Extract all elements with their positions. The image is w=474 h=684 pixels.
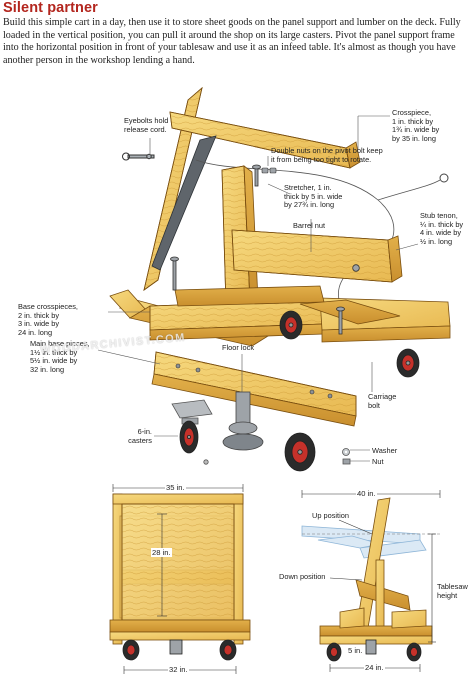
barrel-nut <box>352 264 360 272</box>
front-view-drawing <box>109 493 251 661</box>
label-nut: Nut <box>372 457 384 466</box>
eyebolt <box>122 152 155 161</box>
pivot-bracket <box>151 135 217 271</box>
dim-side-base: 24 in. <box>364 663 385 672</box>
dim-front-base: 32 in. <box>168 665 189 674</box>
front-view-dimensions <box>112 484 244 674</box>
caster-wheel <box>284 432 316 472</box>
side-view-drawing <box>301 497 440 662</box>
label-floor-lock: Floor lock <box>222 343 255 352</box>
label-washer: Washer <box>372 446 398 455</box>
caster-wheel <box>396 348 420 378</box>
label-casters: 6-in.casters <box>128 427 152 445</box>
caster-plate <box>171 399 213 425</box>
label-up-position: Up position <box>312 511 349 520</box>
dim-side-offset: 5 in. <box>347 646 364 655</box>
label-base-crosspieces: Base crosspieces,2 in. thick by 3 in. wi… <box>18 302 78 337</box>
caster-wheel <box>279 310 303 340</box>
label-crosspiece: Crosspiece,1 in. thick by 1¾ in. wide by… <box>392 108 440 143</box>
label-down-position: Down position <box>279 572 326 581</box>
caster-wheel <box>179 420 199 454</box>
leader-lines <box>97 115 419 462</box>
label-barrel-nut: Barrel nut <box>293 221 326 230</box>
dim-front-width: 35 in. <box>165 483 186 492</box>
page-title: Silent partner <box>3 0 98 16</box>
nut <box>342 458 351 465</box>
label-stretcher: Stretcher, 1 in.thick by 5 in. wide by 2… <box>284 183 343 210</box>
label-main-base: Main base pieces,1½ in. thick by 5½ in. … <box>30 339 90 374</box>
caster-wheels <box>171 310 420 472</box>
intro-paragraph: Build this simple cart in a day, then us… <box>3 17 461 66</box>
dim-side-width: 40 in. <box>356 489 377 498</box>
dim-front-height: 28 in. <box>151 548 172 557</box>
floor-lock <box>222 391 264 451</box>
